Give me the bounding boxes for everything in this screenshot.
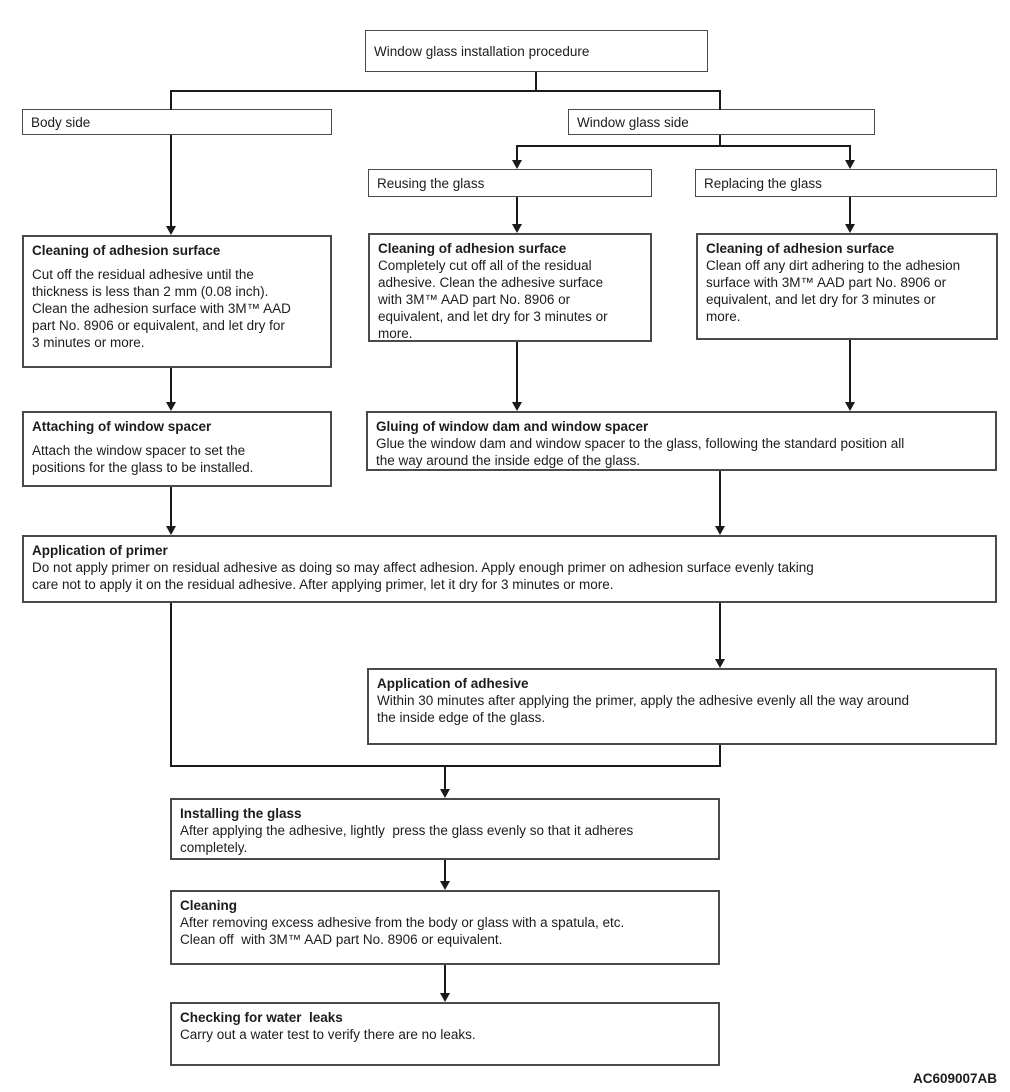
arrowhead [845, 224, 855, 233]
node-root: Window glass installation procedure [365, 30, 708, 72]
node-cleaning: Cleaning After removing excess adhesive … [170, 890, 720, 965]
connector-cleaning-replace-to-gluing [849, 340, 851, 403]
connector-to-installing [444, 765, 446, 790]
node-title: Application of adhesive [377, 676, 529, 691]
arrowhead [166, 526, 176, 535]
node-cleaning-adhesion-replacing: Cleaning of adhesion surface Clean off a… [696, 233, 998, 340]
node-body: Completely cut off all of the residual a… [378, 258, 608, 341]
connector-cleaning-to-checking [444, 965, 446, 994]
connector-bodyside-to-cleaning [170, 135, 172, 227]
node-reusing-the-glass: Reusing the glass [368, 169, 652, 197]
node-title: Checking for water leaks [180, 1010, 343, 1025]
node-title: Installing the glass [180, 806, 302, 821]
node-application-of-primer: Application of primer Do not apply prime… [22, 535, 997, 603]
node-root-label: Window glass installation procedure [374, 43, 590, 59]
node-application-of-adhesive: Application of adhesive Within 30 minute… [367, 668, 997, 745]
node-body: Do not apply primer on residual adhesive… [32, 560, 814, 592]
connector-attaching-to-primer [170, 487, 172, 527]
arrowhead [845, 402, 855, 411]
node-body: After applying the adhesive, lightly pre… [180, 823, 634, 855]
connector-cleaning-reuse-to-gluing [516, 342, 518, 403]
node-window-glass-side: Window glass side [568, 109, 875, 135]
arrowhead [440, 881, 450, 890]
connector-replacing-to-cleaning [849, 197, 851, 225]
node-body-side-label: Body side [31, 114, 91, 130]
arrowhead [715, 659, 725, 668]
connector-reusing-to-cleaning [516, 197, 518, 225]
node-title: Attaching of window spacer [32, 419, 212, 434]
connector-installing-to-cleaning [444, 860, 446, 882]
node-title: Cleaning of adhesion surface [32, 243, 221, 258]
node-title: Cleaning of adhesion surface [378, 241, 567, 256]
figure-code: AC609007AB [912, 1071, 997, 1086]
arrowhead [512, 160, 522, 169]
node-reusing-label: Reusing the glass [377, 175, 485, 191]
connector-cleaning-to-attaching [170, 368, 172, 403]
node-body: Within 30 minutes after applying the pri… [377, 693, 910, 725]
node-body: After removing excess adhesive from the … [180, 915, 625, 947]
node-title: Gluing of window dam and window spacer [376, 419, 649, 434]
node-body: Cut off the residual adhesive until the … [32, 267, 291, 350]
node-body-side: Body side [22, 109, 332, 135]
node-body: Clean off any dirt adhering to the adhes… [706, 258, 961, 324]
connector-root-drop [535, 72, 537, 92]
connector-gluing-to-primer [719, 471, 721, 527]
connector-wgs-drop [719, 135, 721, 147]
connector-to-replacing [849, 145, 851, 161]
node-title: Application of primer [32, 543, 168, 558]
node-cleaning-adhesion-reusing: Cleaning of adhesion surface Completely … [368, 233, 652, 342]
node-attaching-window-spacer: Attaching of window spacer Attach the wi… [22, 411, 332, 487]
arrowhead [440, 993, 450, 1002]
arrowhead [166, 226, 176, 235]
node-cleaning-adhesion-body-side: Cleaning of adhesion surface Cut off the… [22, 235, 332, 368]
node-replacing-label: Replacing the glass [704, 175, 822, 191]
node-title: Cleaning [180, 898, 238, 913]
node-body: Glue the window dam and window spacer to… [376, 436, 905, 468]
node-gluing-window-dam-spacer: Gluing of window dam and window spacer G… [366, 411, 997, 471]
arrowhead [715, 526, 725, 535]
node-installing-the-glass: Installing the glass After applying the … [170, 798, 720, 860]
node-body: Carry out a water test to verify there a… [180, 1027, 476, 1042]
arrowhead [845, 160, 855, 169]
connector-to-window-glass-side [719, 90, 721, 110]
node-replacing-the-glass: Replacing the glass [695, 169, 997, 197]
node-checking-water-leaks: Checking for water leaks Carry out a wat… [170, 1002, 720, 1066]
node-window-glass-side-label: Window glass side [577, 114, 689, 130]
arrowhead [512, 402, 522, 411]
connector-primer-to-adhesive [719, 603, 721, 660]
connector-primer-left-drop [170, 603, 172, 767]
connector-top-branch [170, 90, 721, 92]
node-body: Attach the window spacer to set the posi… [32, 443, 254, 475]
node-title: Cleaning of adhesion surface [706, 241, 895, 256]
connector-to-reusing [516, 145, 518, 161]
connector-adhesive-drop [719, 745, 721, 767]
arrowhead [166, 402, 176, 411]
arrowhead [512, 224, 522, 233]
arrowhead [440, 789, 450, 798]
connector-to-body-side [170, 90, 172, 110]
connector-wgs-branch [516, 145, 851, 147]
